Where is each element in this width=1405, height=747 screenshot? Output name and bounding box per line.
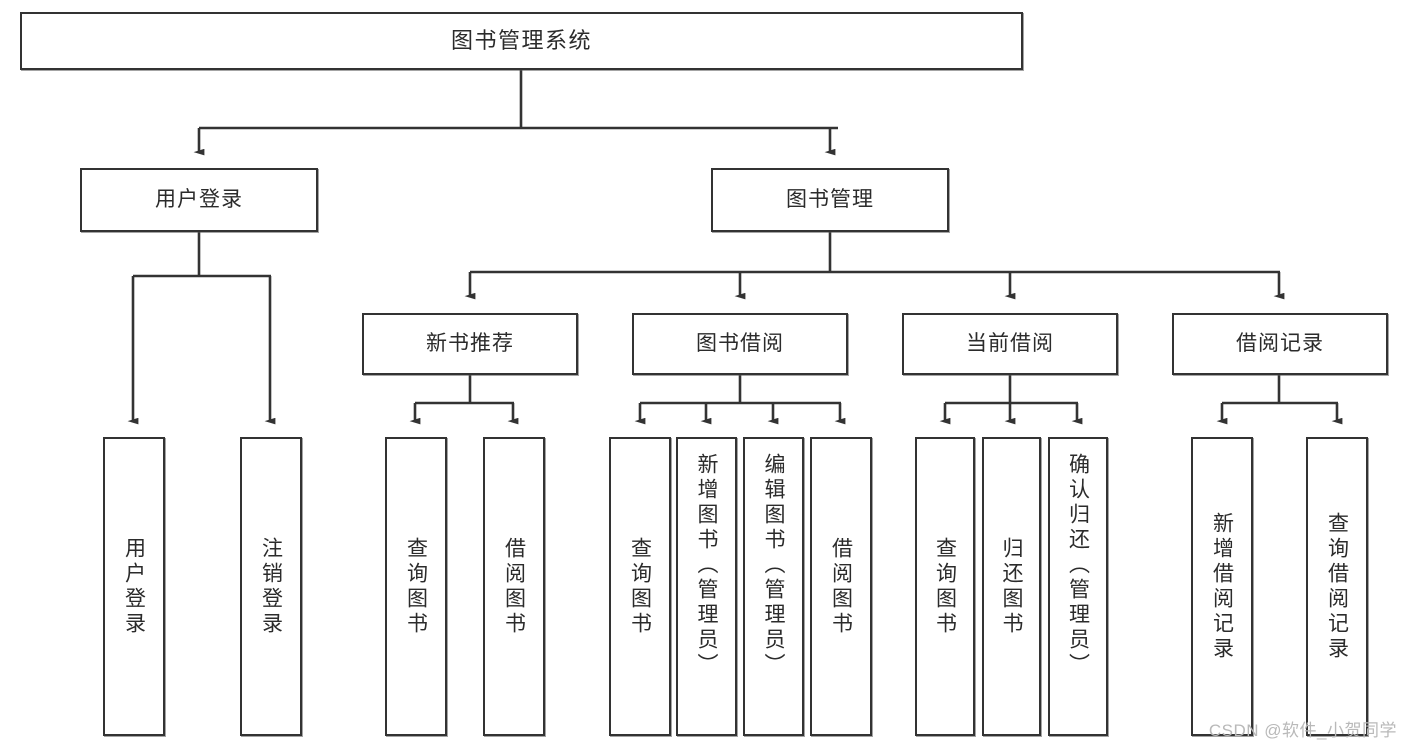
node-label: 注销登录 <box>259 536 283 637</box>
leaf-borrowrecords-add-record[interactable]: 新增借阅记录 <box>1191 437 1253 736</box>
node-label: 查询图书 <box>404 536 428 637</box>
node-book-management[interactable]: 图书管理 <box>711 168 949 232</box>
leaf-newbooks-borrow-book[interactable]: 借阅图书 <box>483 437 545 736</box>
node-label: 当前借阅 <box>966 331 1054 355</box>
leaf-bookborrow-edit-book-admin[interactable]: 编辑图书（管理员） <box>743 437 804 736</box>
leaf-bookborrow-borrow-book[interactable]: 借阅图书 <box>810 437 872 736</box>
node-label: 查询图书 <box>933 536 957 637</box>
csdn-watermark: CSDN @软件_小贺同学 <box>1208 721 1397 740</box>
node-borrowing-records[interactable]: 借阅记录 <box>1172 313 1388 375</box>
node-label: 借阅图书 <box>502 536 526 637</box>
leaf-borrowrecords-query-record[interactable]: 查询借阅记录 <box>1306 437 1368 736</box>
leaf-currentborrow-return-book[interactable]: 归还图书 <box>982 437 1041 736</box>
leaf-user-login[interactable]: 用户登录 <box>103 437 165 736</box>
node-new-book-recommendation[interactable]: 新书推荐 <box>362 313 578 375</box>
node-label: 用户登录 <box>155 187 243 211</box>
node-label: 图书借阅 <box>696 331 784 355</box>
node-label: 确认归还（管理员） <box>1066 453 1090 678</box>
node-label: 借阅图书 <box>829 536 853 637</box>
node-label: 新增图书（管理员） <box>695 453 718 678</box>
node-label: 用户登录 <box>122 536 146 637</box>
node-root-book-management-system[interactable]: 图书管理系统 <box>20 12 1023 70</box>
leaf-currentborrow-query-book[interactable]: 查询图书 <box>915 437 975 736</box>
leaf-logout[interactable]: 注销登录 <box>240 437 302 736</box>
node-user-login[interactable]: 用户登录 <box>80 168 318 232</box>
node-book-borrowing[interactable]: 图书借阅 <box>632 313 848 375</box>
leaf-bookborrow-query-book[interactable]: 查询图书 <box>609 437 671 736</box>
node-label: 图书管理系统 <box>450 28 592 54</box>
node-label: 查询借阅记录 <box>1325 511 1349 662</box>
node-label: 归还图书 <box>1000 536 1023 637</box>
node-label: 新书推荐 <box>426 331 514 355</box>
node-label: 借阅记录 <box>1236 331 1324 355</box>
node-label: 图书管理 <box>786 187 874 211</box>
node-label: 新增借阅记录 <box>1210 511 1234 662</box>
node-current-borrowing[interactable]: 当前借阅 <box>902 313 1118 375</box>
leaf-bookborrow-add-book-admin[interactable]: 新增图书（管理员） <box>676 437 737 736</box>
node-label: 编辑图书（管理员） <box>762 453 785 678</box>
node-label: 查询图书 <box>628 536 652 637</box>
leaf-newbooks-query-book[interactable]: 查询图书 <box>385 437 447 736</box>
leaf-currentborrow-confirm-return-admin[interactable]: 确认归还（管理员） <box>1048 437 1108 736</box>
